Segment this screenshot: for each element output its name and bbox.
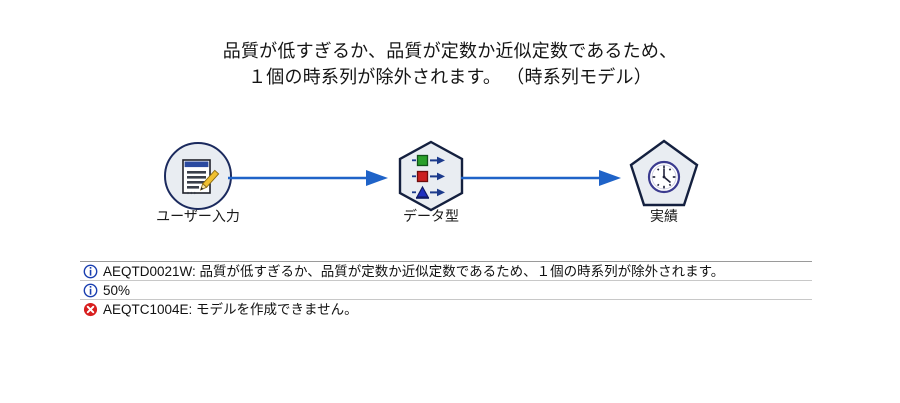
document-pencil-icon (182, 159, 220, 195)
page-title-line-2: １個の時系列が除外されます。 （時系列モデル） (248, 67, 652, 88)
diagram-node-label-user-input: ユーザー入力 (156, 208, 240, 224)
connector-arrow-data-type-to-actuals (461, 170, 621, 186)
data-type-shapes-icon (412, 154, 445, 199)
info-icon (83, 283, 98, 297)
diagram-node-user-input[interactable]: ユーザー入力 (152, 132, 244, 224)
message-log-panel[interactable]: AEQTD0021W: 品質が低すぎるか、品質が定数か近似定数であるため、１個の… (80, 261, 812, 319)
clock-icon (647, 160, 681, 194)
log-row[interactable]: 50% (80, 281, 812, 300)
page-title: 品質が低すぎるか、品質が定数か近似定数であるため、 １個の時系列が除外されます。… (0, 38, 900, 90)
diagram-node-actuals[interactable]: 実績 (618, 132, 710, 224)
info-icon (83, 264, 98, 278)
log-row-text: AEQTC1004E: モデルを作成できません。 (103, 302, 358, 317)
page-title-line-1: 品質が低すぎるか、品質が定数か近似定数であるため、 (222, 41, 678, 61)
diagram-node-label-data-type: データ型 (403, 208, 459, 224)
diagram-node-label-actuals: 実績 (650, 208, 678, 224)
log-row-text: AEQTD0021W: 品質が低すぎるか、品質が定数か近似定数であるため、１個の… (103, 263, 725, 279)
diagram-node-data-type[interactable]: データ型 (385, 132, 477, 224)
log-row-text: 50% (103, 282, 131, 298)
error-icon (83, 302, 98, 317)
log-row[interactable]: AEQTD0021W: 品質が低すぎるか、品質が定数か近似定数であるため、１個の… (80, 262, 812, 281)
connector-arrow-user-input-to-data-type (228, 170, 388, 186)
stream-diagram: ユーザー入力 (0, 128, 900, 238)
log-row[interactable]: AEQTC1004E: モデルを作成できません。 (80, 300, 812, 319)
